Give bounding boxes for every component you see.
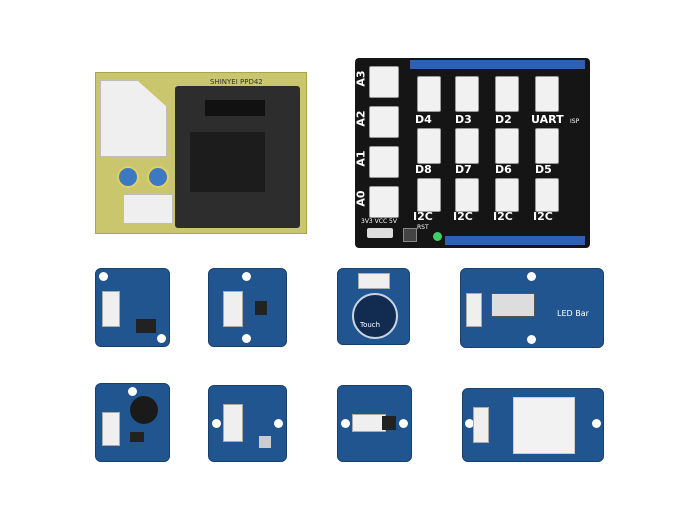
label-i2c-3: I2C	[493, 210, 513, 223]
label-a0: A0	[354, 190, 368, 207]
grove-temp-humidity-module	[462, 388, 604, 462]
label-d3: D3	[455, 113, 472, 126]
label-a1: A1	[354, 150, 368, 167]
grove-module-2	[208, 268, 287, 347]
base-shield: A3 A2 A1 A0 D4 D3 D2 UART D8 D7 D6 D5 I2…	[355, 58, 590, 248]
label-i2c-2: I2C	[453, 210, 473, 223]
label-d7: D7	[455, 163, 472, 176]
grove-module-1	[95, 268, 170, 347]
label-d6: D6	[495, 163, 512, 176]
grove-module-7	[337, 385, 412, 462]
label-d8: D8	[415, 163, 432, 176]
grove-touch-module: Touch	[337, 268, 410, 345]
led-bar-label: LED Bar	[557, 309, 589, 318]
grove-module-6	[208, 385, 287, 462]
isp-label: ISP	[570, 118, 580, 125]
power-switch	[367, 228, 393, 238]
grove-led-bar-module: LED Bar	[460, 268, 604, 348]
label-i2c-1: I2C	[413, 210, 433, 223]
touch-label: Touch	[360, 321, 381, 329]
reset-button	[403, 228, 417, 242]
dust-sensor: SHINYEI PPD42	[95, 72, 307, 234]
reset-label: RST	[417, 224, 429, 231]
label-d2: D2	[495, 113, 512, 126]
label-a3: A3	[354, 70, 368, 87]
label-d4: D4	[415, 113, 432, 126]
sensor-brand-text: SHINYEI PPD42	[210, 78, 263, 86]
label-a2: A2	[354, 110, 368, 127]
label-uart: UART	[531, 113, 564, 126]
grove-sound-module	[95, 383, 170, 462]
label-d5: D5	[535, 163, 552, 176]
power-label: 3V3 VCC 5V	[361, 218, 397, 225]
label-i2c-4: I2C	[533, 210, 553, 223]
